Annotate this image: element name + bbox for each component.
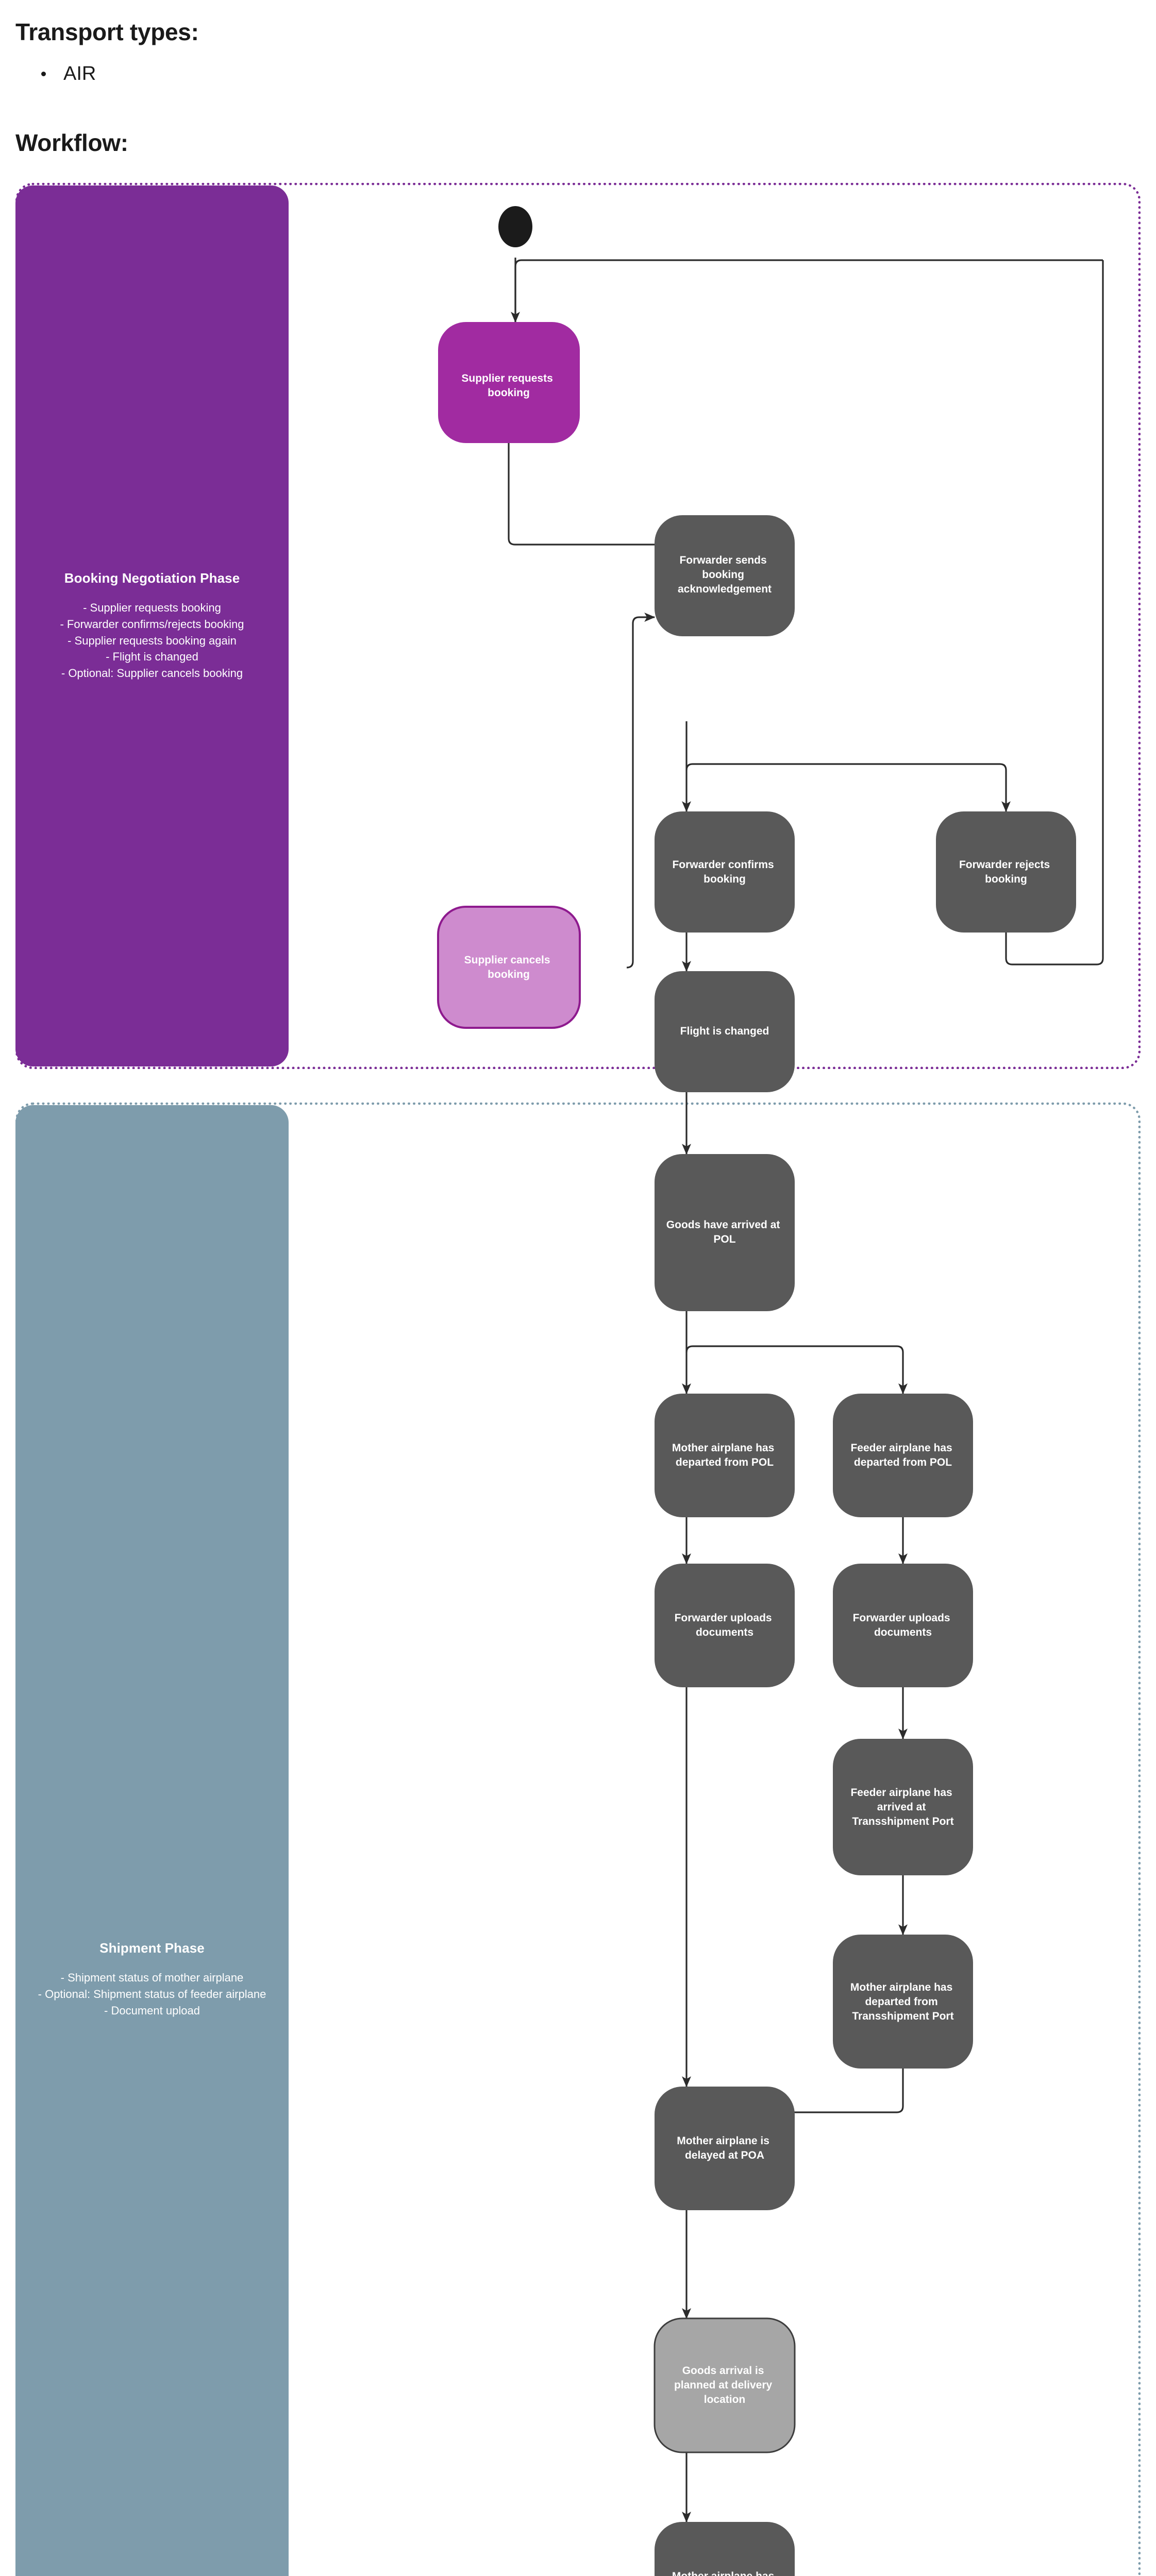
node-label: Forwarder confirms booking [672,859,777,885]
phase-bullet: - Supplier requests booking [83,601,221,614]
phase-bullet: - Supplier requests booking again [68,634,237,647]
node-label: Forwarder sends booking acknowledgement [678,554,772,595]
booking-phase-bullets: - Supplier requests booking - Forwarder … [60,600,244,682]
node-goods-arrival-planned[interactable]: Goods arrival is planned at delivery loc… [654,2317,796,2453]
transport-types-list: AIR [41,62,96,87]
transport-types-heading: Transport types: [15,19,199,45]
phase-bullet: - Shipment status of mother airplane [60,1971,244,1985]
phase-bullet: - Forwarder confirms/rejects booking [60,617,244,631]
phase-bullet: - Optional: Supplier cancels booking [61,667,243,680]
workflow-heading: Workflow: [15,129,128,156]
node-label: Supplier requests booking [461,372,556,399]
node-label: Goods have arrived at POL [666,1219,783,1245]
node-label: Supplier cancels booking [464,954,554,980]
bullet-dot-icon [41,72,46,77]
transport-type-label: AIR [63,63,96,84]
phase-bullet: - Flight is changed [106,650,198,664]
node-label: Feeder airplane has arrived at Transship… [850,1787,955,1827]
edge-reject-return-rail [514,259,1103,322]
booking-phase-title: Booking Negotiation Phase [64,570,240,586]
node-label: Mother airplane has arrived at POA [672,2570,777,2576]
edge-rejects-loop-back [1005,260,1104,965]
node-forwarder-confirms-booking[interactable]: Forwarder confirms booking [655,811,795,933]
shipment-phase-title: Shipment Phase [99,1940,205,1956]
node-forwarder-uploads-documents-left[interactable]: Forwarder uploads documents [655,1564,795,1687]
node-label: Mother airplane has departed from Transs… [850,1981,956,2022]
node-label: Mother airplane has departed from POL [672,1442,777,1468]
node-label: Goods arrival is planned at delivery loc… [674,2365,775,2405]
node-mother-departed-pol[interactable]: Mother airplane has departed from POL [655,1394,795,1517]
node-feeder-departed-pol[interactable]: Feeder airplane has departed from POL [833,1394,973,1517]
shipment-phase-bullets: - Shipment status of mother airplane - O… [38,1970,266,2019]
start-node [498,206,532,247]
node-label: Forwarder uploads documents [853,1612,953,1638]
node-label: Forwarder uploads documents [675,1612,775,1638]
edge-cancel-loop-to-ack [626,613,656,969]
node-label: Mother airplane is delayed at POA [677,2135,773,2161]
node-flight-is-changed[interactable]: Flight is changed [655,971,795,1092]
edge-ack-to-rejects [685,763,1011,812]
phase-bullet: - Optional: Shipment status of feeder ai… [38,1988,266,2001]
phase-bullet: - Document upload [104,2004,200,2017]
node-supplier-cancels-booking[interactable]: Supplier cancels booking [437,906,581,1029]
shipment-phase-panel: Shipment Phase - Shipment status of moth… [15,1105,289,2576]
node-feeder-arrived-transshipment-port[interactable]: Feeder airplane has arrived at Transship… [833,1739,973,1875]
node-label: Forwarder rejects booking [959,859,1053,885]
node-forwarder-sends-ack[interactable]: Forwarder sends booking acknowledgement [655,515,795,636]
node-forwarder-uploads-documents-right[interactable]: Forwarder uploads documents [833,1564,973,1687]
node-supplier-requests-booking[interactable]: Supplier requests booking [438,322,580,443]
booking-phase-panel: Booking Negotiation Phase - Supplier req… [15,185,289,1066]
transport-type-item: AIR [41,62,96,87]
node-label: Feeder airplane has departed from POL [850,1442,955,1468]
node-label: Flight is changed [680,1025,769,1037]
node-mother-departed-transshipment-port[interactable]: Mother airplane has departed from Transs… [833,1935,973,2069]
edge-goods-pol-to-feeder-departed [685,1345,908,1395]
node-forwarder-rejects-booking[interactable]: Forwarder rejects booking [936,811,1076,933]
node-goods-arrived-pol[interactable]: Goods have arrived at POL [655,1154,795,1311]
node-mother-delayed-poa[interactable]: Mother airplane is delayed at POA [655,2087,795,2210]
node-mother-arrived-poa[interactable]: Mother airplane has arrived at POA [655,2522,795,2576]
